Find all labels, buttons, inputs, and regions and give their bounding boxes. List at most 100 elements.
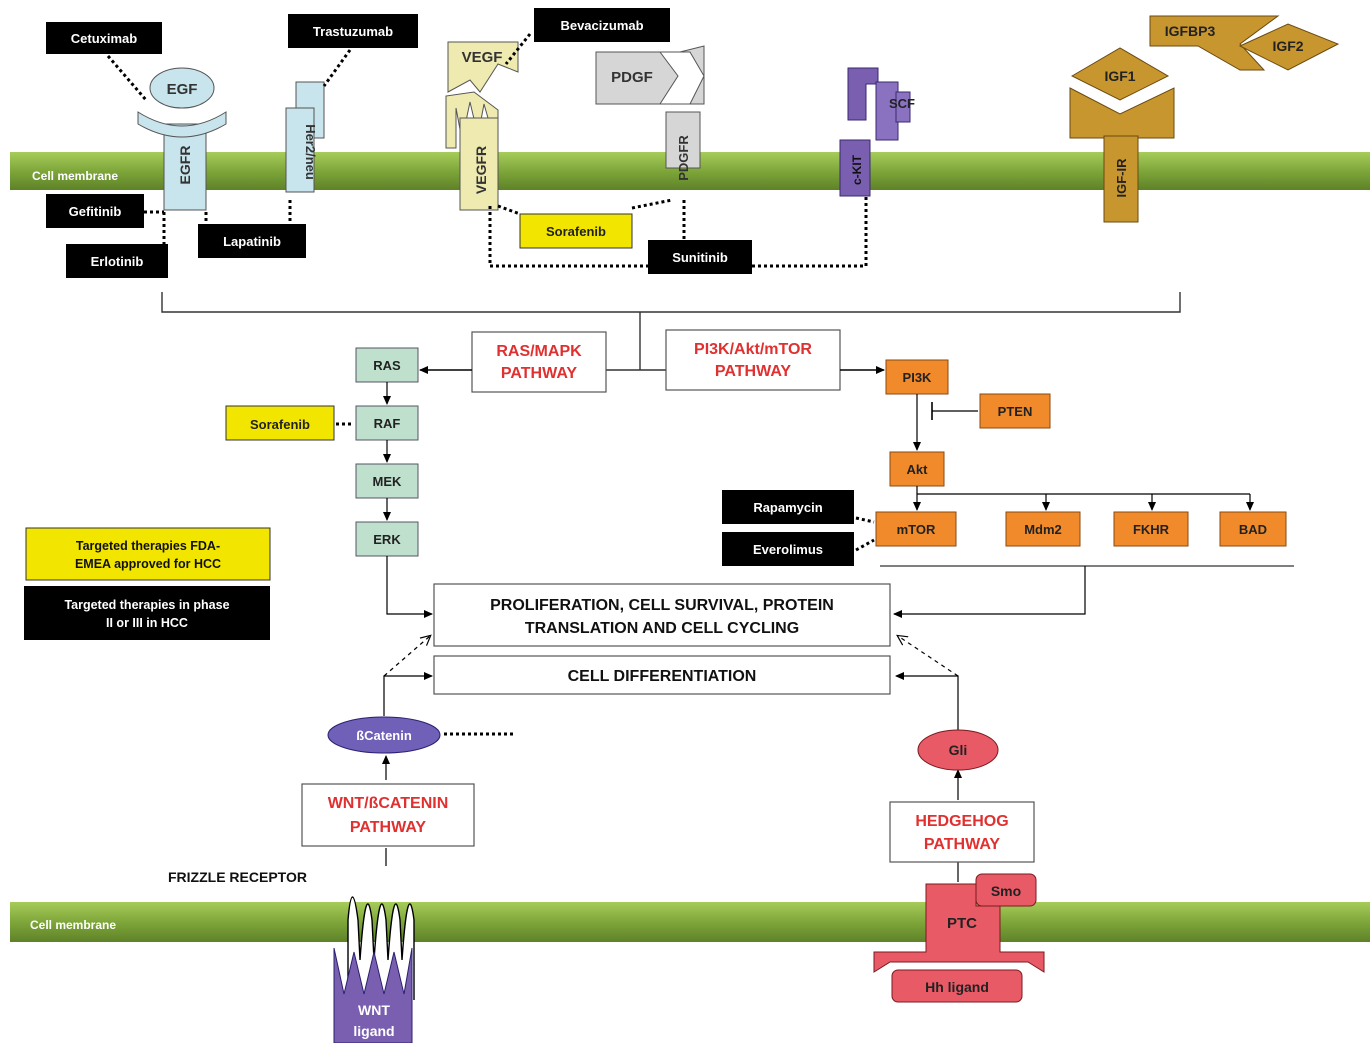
- igf1r-label: IGF-IR: [1114, 158, 1129, 198]
- legend-approved-line1: Targeted therapies FDA-: [76, 539, 220, 553]
- wnt-ligand-line2: ligand: [353, 1023, 394, 1039]
- hedgehog-label-line2: PATHWAY: [924, 836, 1000, 853]
- hh-ligand-label: Hh ligand: [925, 979, 989, 995]
- bottom-membrane: Cell membrane: [10, 902, 1370, 942]
- wnt-ligand: WNT ligand: [333, 947, 413, 1043]
- wnt-ligand-line1: WNT: [358, 1002, 390, 1018]
- hedgehog-label-line1: HEDGEHOG: [915, 813, 1008, 830]
- proliferation-line2: TRANSLATION AND CELL CYCLING: [525, 620, 799, 637]
- ras-mapk-pathway-box: RAS/MAPK PATHWAY: [471, 331, 607, 393]
- legend-phase-line1: Targeted therapies in phase: [64, 598, 229, 612]
- wnt-pathway: ßCatenin WNT/ßCATENIN PATHWAY FRIZZLE RE…: [168, 636, 514, 885]
- vegfr-receptor: [459, 117, 499, 211]
- pi3k-pathway-box: PI3K/Akt/mTOR PATHWAY: [665, 329, 841, 391]
- raf-node: RAF: [374, 416, 401, 431]
- mapk-cascade: RAS RAF MEK ERK Sorafenib: [225, 347, 433, 618]
- ras-mapk-label-line2: PATHWAY: [501, 365, 577, 382]
- pdgfr-receptor: [665, 111, 701, 169]
- pi3k-label-line2: PATHWAY: [715, 363, 791, 380]
- lapatinib-label: Lapatinib: [223, 234, 281, 249]
- igfbp3-label: IGFBP3: [1165, 23, 1216, 39]
- proliferation-line1: PROLIFERATION, CELL SURVIVAL, PROTEIN: [490, 597, 834, 614]
- wnt-label-line1: WNT/ßCATENIN: [328, 795, 449, 812]
- egfr-label: EGFR: [177, 146, 193, 185]
- ckit-label: c-KIT: [850, 154, 864, 185]
- differentiation-label: CELL DIFFERENTIATION: [568, 668, 757, 685]
- igf2-shape: [1238, 23, 1340, 71]
- egfr-receptor: [163, 123, 207, 211]
- gli-label: Gli: [949, 742, 968, 758]
- hh-ligand-node: [891, 969, 1023, 1003]
- pten-node: PTEN: [998, 404, 1033, 419]
- ptc-complex: Smo PTC Hh ligand: [873, 873, 1045, 1003]
- scf-label: SCF: [889, 96, 915, 111]
- differentiation-box: CELL DIFFERENTIATION: [433, 655, 891, 695]
- pi3k-node: PI3K: [903, 370, 933, 385]
- trastuzumab-label: Trastuzumab: [313, 24, 393, 39]
- inhibitor-lines-top: [106, 33, 868, 268]
- ckit-receptor: [839, 139, 871, 197]
- igf-complex: IGFBP3 IGF2 IGF1 IGF-IR: [1069, 15, 1340, 223]
- frizzle-receptor-label: FRIZZLE RECEPTOR: [168, 869, 307, 885]
- bad-node: BAD: [1239, 522, 1267, 537]
- igfbp3-shape: [1149, 15, 1280, 71]
- erlotinib-label: Erlotinib: [91, 254, 144, 269]
- pdgf-complex: PDGF PDGFR: [595, 45, 705, 181]
- receptor-bracket: [161, 292, 1181, 371]
- egf-label: EGF: [167, 81, 198, 98]
- igf1-shape: [1070, 47, 1170, 101]
- erk-node: ERK: [373, 532, 401, 547]
- hedgehog-pathway-box: [889, 801, 1035, 863]
- ras-node: RAS: [373, 358, 401, 373]
- scf-ligand: [875, 81, 899, 141]
- sorafenib-top-label: Sorafenib: [546, 224, 606, 239]
- hedgehog-pathway: Gli HEDGEHOG PATHWAY: [889, 636, 1035, 882]
- akt-node: Akt: [907, 462, 929, 477]
- mdm2-node: Mdm2: [1024, 522, 1062, 537]
- legend-phase-swatch: [24, 586, 270, 640]
- everolimus-label: Everolimus: [753, 542, 823, 557]
- ckit-complex: SCF c-KIT: [839, 67, 915, 197]
- igf1-label: IGF1: [1104, 68, 1135, 84]
- legend-phase-line2: II or III in HCC: [106, 616, 188, 630]
- pdgfr-label: PDGFR: [676, 135, 691, 181]
- beta-catenin-label: ßCatenin: [356, 728, 412, 743]
- vegf-label: VEGF: [462, 49, 503, 66]
- vegf-ligand: [447, 41, 519, 93]
- her2-receptor: Her2/neu: [285, 81, 325, 193]
- pi3k-cascade: PI3K PTEN Akt mTOR Mdm2 FKHR BAD Rapamyc…: [722, 359, 1294, 618]
- egf-ligand: [149, 67, 215, 109]
- ras-mapk-label-line1: RAS/MAPK: [496, 343, 582, 360]
- mek-node: MEK: [373, 474, 403, 489]
- vegf-complex: VEGF VEGFR: [445, 41, 519, 211]
- her2-label: Her2/neu: [303, 124, 318, 180]
- igf1r-receptor: [1103, 135, 1139, 223]
- legend-approved-swatch: [25, 527, 271, 581]
- drug-boxes-top: Cetuximab Trastuzumab Bevacizumab Gefiti…: [46, 8, 752, 278]
- proliferation-box: PROLIFERATION, CELL SURVIVAL, PROTEIN TR…: [433, 583, 891, 647]
- pi3k-label-line1: PI3K/Akt/mTOR: [694, 341, 812, 358]
- pdgf-label: PDGF: [611, 69, 653, 86]
- legend-approved-line2: EMEA approved for HCC: [75, 557, 221, 571]
- rapamycin-label: Rapamycin: [753, 500, 822, 515]
- fkhr-node: FKHR: [1133, 522, 1170, 537]
- ptc-node: [873, 883, 1045, 973]
- gefitinib-label: Gefitinib: [69, 204, 122, 219]
- cetuximab-label: Cetuximab: [71, 31, 138, 46]
- smo-label: Smo: [991, 883, 1021, 899]
- mtor-node: mTOR: [897, 522, 936, 537]
- bottom-membrane-label: Cell membrane: [30, 918, 116, 932]
- gli-node: [917, 729, 999, 771]
- sorafenib-raf-label: Sorafenib: [250, 417, 310, 432]
- wnt-pathway-box: [301, 783, 475, 847]
- vegfr-label: VEGFR: [473, 146, 489, 194]
- sunitinib-label: Sunitinib: [672, 250, 728, 265]
- ptc-label: PTC: [947, 915, 977, 932]
- egfr-complex: EGF EGFR: [137, 67, 227, 211]
- top-membrane-label: Cell membrane: [32, 169, 118, 183]
- beta-catenin-node: [327, 716, 441, 754]
- legend: Targeted therapies FDA- EMEA approved fo…: [24, 527, 271, 640]
- igf2-label: IGF2: [1272, 38, 1303, 54]
- bevacizumab-label: Bevacizumab: [560, 18, 643, 33]
